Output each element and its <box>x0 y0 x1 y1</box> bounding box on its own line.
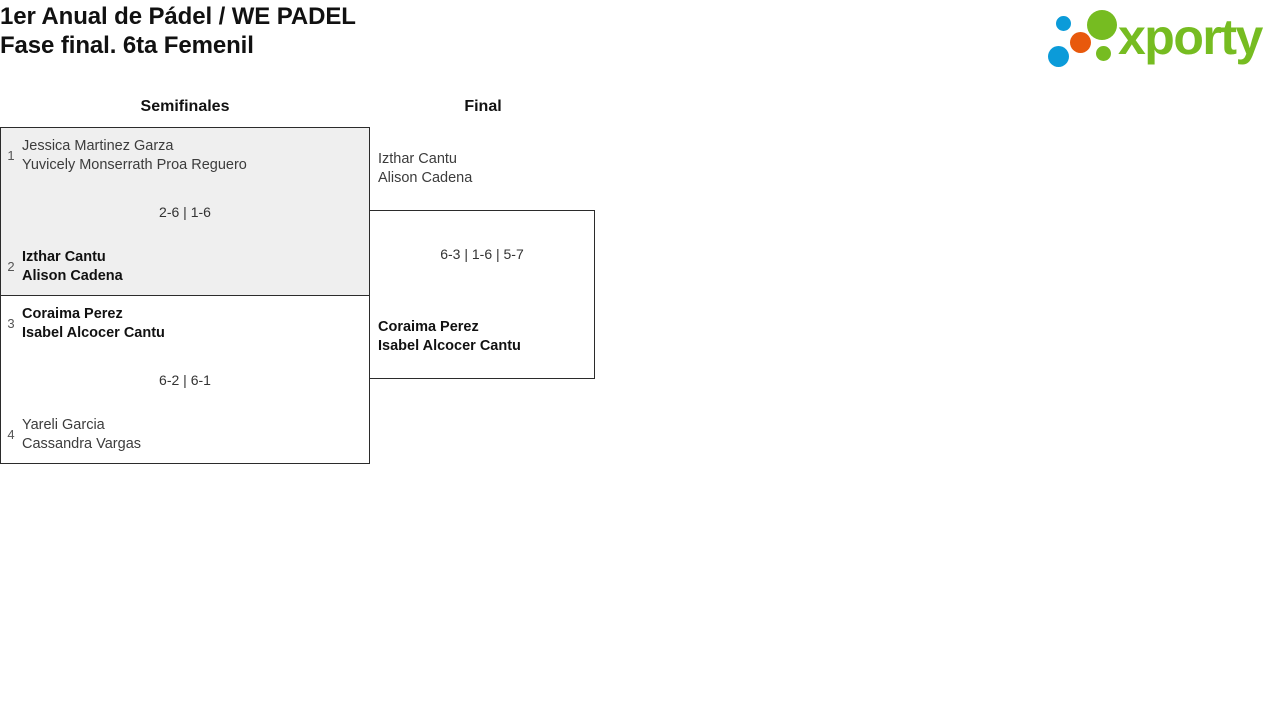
team-players: Coraima Perez Isabel Alcocer Cantu <box>22 305 370 343</box>
match-box-final[interactable] <box>369 210 595 379</box>
player-name: Coraima Perez <box>22 306 123 322</box>
logo-dot-orange-icon <box>1070 32 1091 53</box>
team-semifinal-1-bottom[interactable]: 2 Izthar Cantu Alison Cadena <box>0 248 370 286</box>
logo-dot-blue-bottom-icon <box>1048 46 1069 67</box>
seed-number: 3 <box>7 316 15 331</box>
page-header: 1er Anual de Pádel / WE PADEL Fase final… <box>0 0 1280 78</box>
player-name: Jessica Martinez Garza <box>22 138 174 154</box>
logo-dots-icon <box>1044 8 1122 67</box>
logo-dot-green-small-icon <box>1096 46 1111 61</box>
player-name: Yuvicely Monserrath Proa Reguero <box>22 157 247 173</box>
team-players: Yareli Garcia Cassandra Vargas <box>22 416 370 454</box>
player-name: Izthar Cantu <box>378 151 457 167</box>
player-name: Coraima Perez <box>378 319 479 335</box>
player-name: Cassandra Vargas <box>22 436 142 452</box>
team-final-bottom[interactable]: Coraima Perez Isabel Alcocer Cantu <box>369 318 595 356</box>
player-name: Izthar Cantu <box>22 249 106 265</box>
seed-number: 2 <box>7 259 15 274</box>
player-name: Alison Cadena <box>22 268 123 284</box>
player-name: Isabel Alcocer Cantu <box>378 338 521 354</box>
seed-number: 1 <box>7 148 15 163</box>
match-score-semifinal-2: 6-2 | 6-1 <box>159 372 211 388</box>
seed-number: 4 <box>7 427 15 442</box>
team-semifinal-1-top[interactable]: 1 Jessica Martinez Garza Yuvicely Monser… <box>0 137 370 175</box>
team-final-top[interactable]: Izthar Cantu Alison Cadena <box>369 150 595 188</box>
player-name: Alison Cadena <box>378 170 473 186</box>
team-semifinal-2-bottom[interactable]: 4 Yareli Garcia Cassandra Vargas <box>0 416 370 454</box>
team-players: Jessica Martinez Garza Yuvicely Monserra… <box>22 137 370 175</box>
match-score-final: 6-3 | 1-6 | 5-7 <box>440 246 524 262</box>
match-box-semifinal-1[interactable] <box>0 127 370 296</box>
logo-wordmark: xporty <box>1118 9 1263 65</box>
page-subtitle: Fase final. 6ta Femenil <box>0 32 254 59</box>
round-header-semifinales: Semifinales <box>140 98 230 115</box>
tournament-title-block: 1er Anual de Pádel / WE PADEL Fase final… <box>0 2 356 60</box>
match-score-semifinal-1: 2-6 | 1-6 <box>159 204 211 220</box>
page-title: 1er Anual de Pádel / WE PADEL <box>0 3 356 30</box>
logo-dot-green-large-icon <box>1087 10 1117 40</box>
match-box-semifinal-2[interactable] <box>0 295 370 464</box>
team-players: Coraima Perez Isabel Alcocer Cantu <box>378 318 595 356</box>
team-semifinal-2-top[interactable]: 3 Coraima Perez Isabel Alcocer Cantu <box>0 305 370 343</box>
team-players: Izthar Cantu Alison Cadena <box>378 150 595 188</box>
team-players: Izthar Cantu Alison Cadena <box>22 248 370 286</box>
round-header-final: Final <box>464 98 502 115</box>
logo-dot-blue-top-icon <box>1056 16 1071 31</box>
player-name: Yareli Garcia <box>22 417 105 433</box>
player-name: Isabel Alcocer Cantu <box>22 325 165 341</box>
xporty-logo[interactable]: xporty <box>1040 6 1272 68</box>
